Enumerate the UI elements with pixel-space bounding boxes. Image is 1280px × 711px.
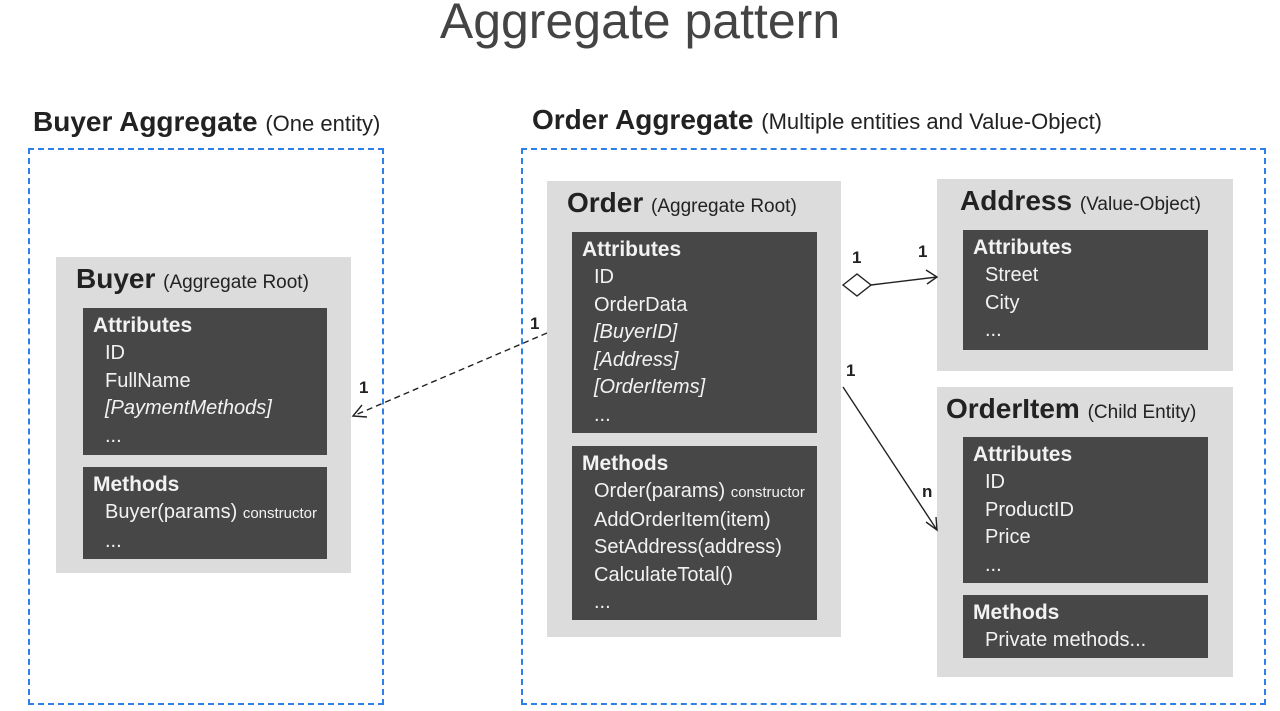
entity-name: Address (960, 185, 1073, 216)
orderitem-entity: OrderItem (Child Entity) Attributes ID P… (937, 387, 1233, 677)
attributes-panel: Attributes ID ProductID Price ... (963, 437, 1208, 583)
method: Buyer(params) constructor (93, 499, 327, 528)
arrowhead-icon (925, 516, 938, 532)
method-note: constructor (730, 484, 805, 501)
heading-text: Order Aggregate (532, 104, 754, 135)
panel-header: Methods (973, 601, 1060, 624)
order-orderitem-link (842, 386, 938, 531)
attribute: [OrderItems] (594, 376, 706, 398)
attribute: ID (985, 471, 1005, 493)
order-buyer-dashed-link (352, 332, 548, 417)
attribute: [PaymentMethods] (105, 397, 272, 419)
attribute: ... (985, 553, 1002, 576)
order-aggregate-boundary (521, 148, 1266, 705)
attribute: ID (594, 266, 614, 288)
method: CalculateTotal() (594, 563, 733, 586)
multiplicity-label: n (922, 482, 933, 501)
multiplicity-label: 1 (852, 248, 862, 267)
attribute: ... (105, 424, 122, 447)
panel-header: Attributes (582, 238, 682, 261)
attribute: ID (105, 342, 125, 364)
attribute: Street (985, 264, 1039, 286)
order-address-link (870, 276, 938, 286)
attribute: ProductID (985, 498, 1074, 521)
heading-text: Buyer Aggregate (33, 106, 258, 137)
panel-header: Methods (582, 452, 669, 475)
entity-role: (Value-Object) (1079, 194, 1201, 215)
multiplicity-label: 1 (846, 361, 856, 380)
buyer-entity: Buyer (Aggregate Root) Attributes ID Ful… (56, 257, 351, 573)
method-name: Order(params) (594, 480, 726, 502)
method: SetAddress(address) (594, 536, 782, 558)
entity-role: (Aggregate Root) (163, 272, 309, 293)
attributes-panel: Attributes ID FullName [PaymentMethods] … (83, 308, 327, 455)
entity-name: Buyer (76, 263, 156, 294)
entity-title: Address (Value-Object) (960, 185, 1201, 217)
attribute: OrderData (594, 293, 688, 316)
multiplicity-label: 1 (359, 378, 369, 397)
attributes-panel: Attributes ID OrderData [BuyerID] [Addre… (572, 232, 817, 433)
multiplicity-label: 1 (530, 314, 540, 333)
methods-panel: Methods Order(params) constructor AddOrd… (572, 446, 817, 620)
order-aggregate-heading: Order Aggregate (Multiple entities and V… (532, 104, 1102, 136)
attributes-panel: Attributes Street City ... (963, 230, 1208, 350)
entity-role: (Aggregate Root) (651, 196, 797, 217)
heading-sub: (Multiple entities and Value-Object) (761, 109, 1103, 134)
entity-name: OrderItem (946, 393, 1080, 424)
method-name: Buyer(params) (105, 501, 238, 523)
page-title: Aggregate pattern (439, 0, 841, 49)
arrowhead-icon (925, 269, 939, 285)
method: AddOrderItem(item) (594, 508, 771, 531)
method: Private methods... (985, 629, 1147, 651)
methods-panel: Methods Private methods... (963, 595, 1208, 658)
buyer-aggregate-heading: Buyer Aggregate (One entity) (33, 106, 380, 138)
attribute: ... (985, 319, 1002, 341)
aggregation-diamond-icon (841, 273, 873, 297)
multiplicity-label: 1 (918, 242, 928, 261)
panel-header: Methods (93, 473, 180, 496)
method-note: constructor (242, 505, 318, 522)
entity-title: Order (Aggregate Root) (567, 187, 797, 219)
order-entity: Order (Aggregate Root) Attributes ID Ord… (547, 181, 841, 637)
attribute: [Address] (594, 348, 679, 371)
attribute: Price (985, 526, 1031, 548)
arrowhead-icon (351, 404, 368, 418)
entity-role: (Child Entity) (1087, 402, 1197, 423)
entity-title: Buyer (Aggregate Root) (76, 263, 309, 295)
buyer-aggregate-boundary (28, 148, 384, 705)
attribute: City (985, 291, 1020, 314)
panel-header: Attributes (93, 314, 193, 337)
method: ... (594, 591, 611, 613)
entity-name: Order (567, 187, 644, 218)
method: Order(params) constructor (582, 478, 817, 507)
attribute: FullName (105, 369, 191, 392)
address-value-object: Address (Value-Object) Attributes Street… (937, 179, 1233, 371)
heading-sub: (One entity) (265, 111, 381, 136)
attribute: [BuyerID] (594, 321, 678, 343)
methods-panel: Methods Buyer(params) constructor ... (83, 467, 327, 559)
panel-header: Attributes (973, 236, 1073, 259)
entity-title: OrderItem (Child Entity) (946, 393, 1196, 425)
panel-header: Attributes (973, 443, 1073, 466)
method: ... (105, 529, 122, 552)
attribute: ... (594, 403, 611, 426)
